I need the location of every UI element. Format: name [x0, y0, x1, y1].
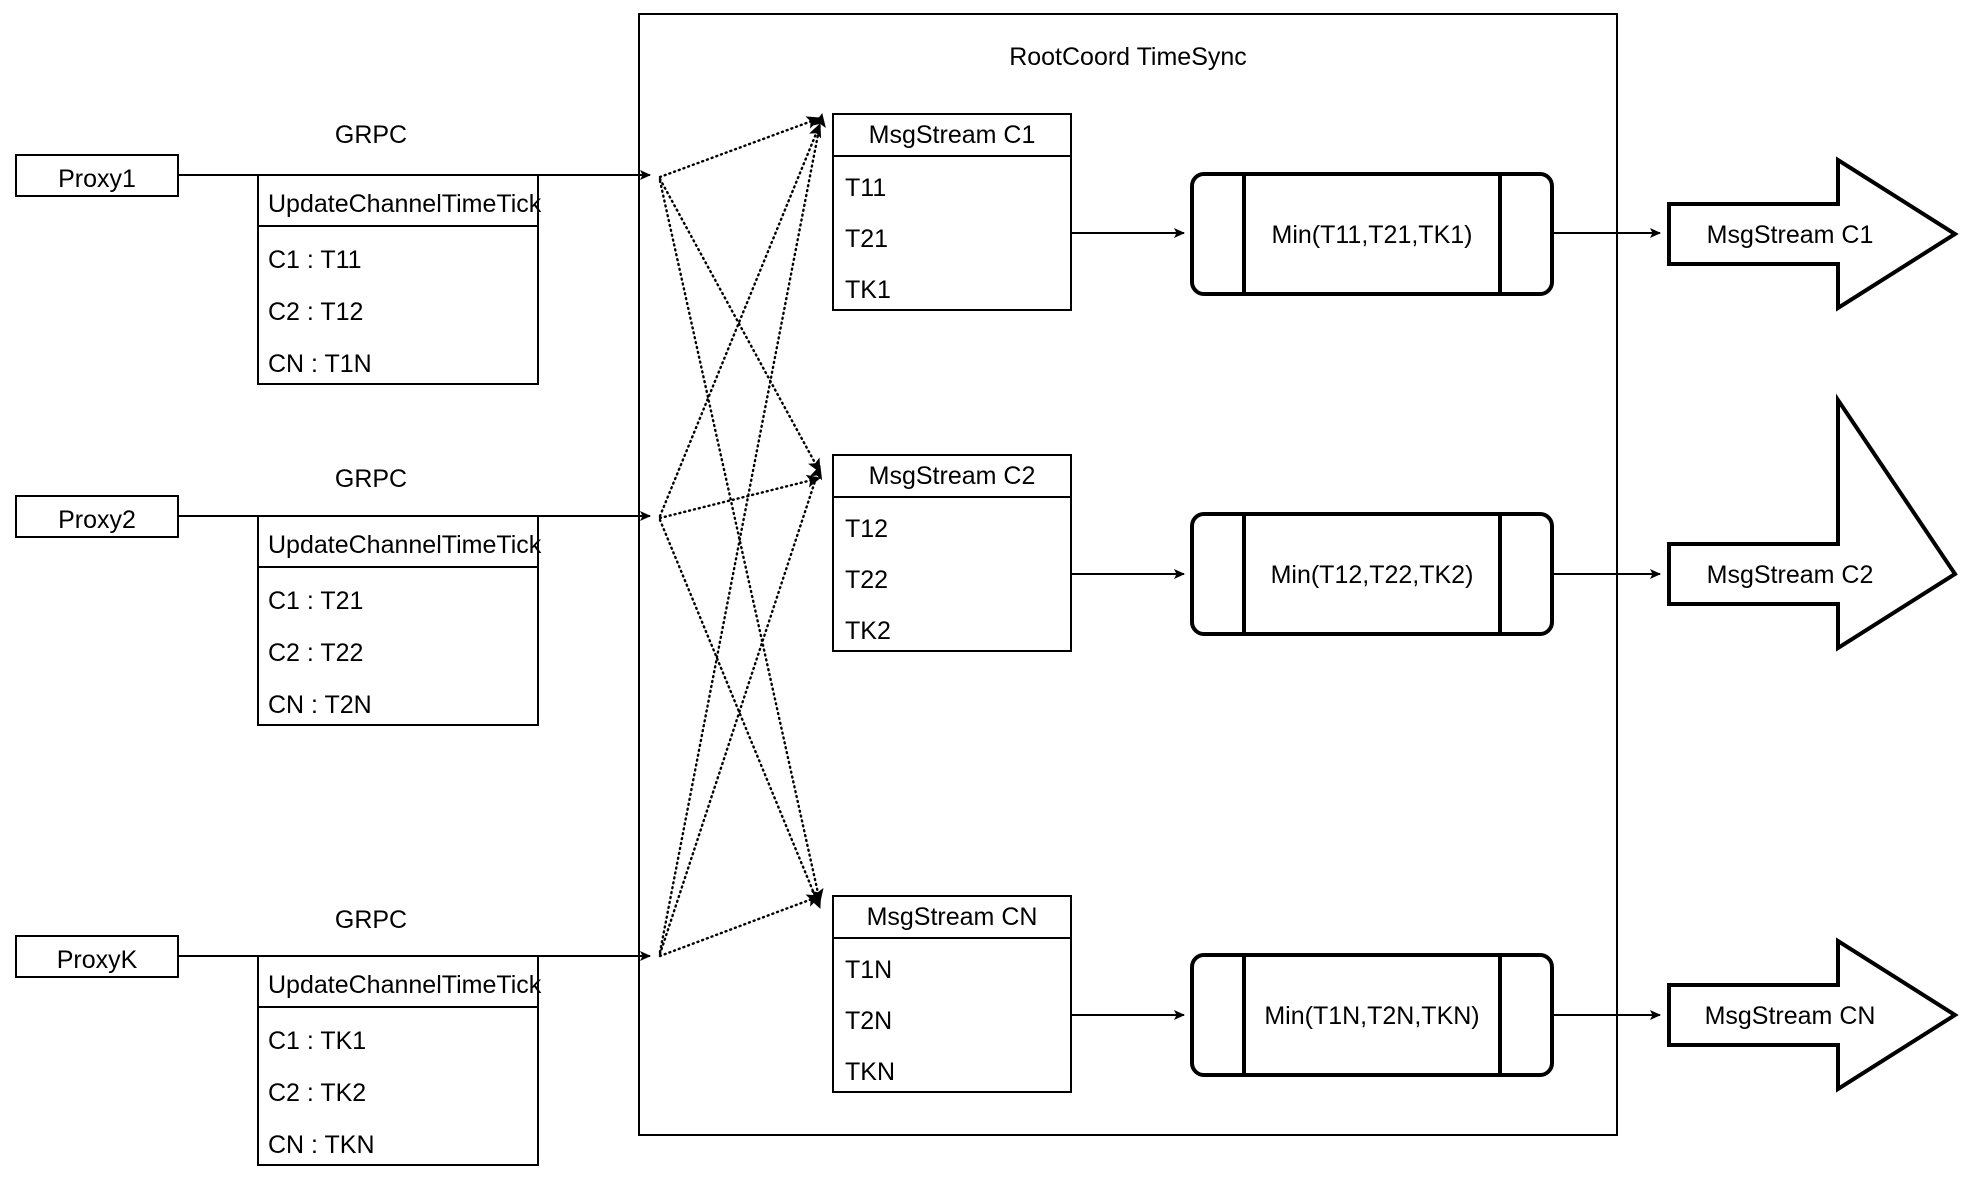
msgstream-box-3[interactable] [832, 895, 1072, 1093]
min-label-2: Min(T12,T22,TK2) [1271, 561, 1474, 589]
dispatch-link-pk-cn [658, 894, 822, 958]
msgstream-title-3: MsgStream CN [867, 903, 1038, 931]
request-title-2: UpdateChannelTimeTick [268, 531, 542, 559]
request-entry-1-1: C2 : T12 [268, 298, 363, 326]
request-entry-1-0: C1 : T11 [268, 246, 362, 274]
timetick-dispatch-links [658, 112, 826, 958]
proxy-row-1: GRPC Proxy1 UpdateChannelTimeTick C1 : T… [15, 121, 651, 385]
grpc-label-2: GRPC [335, 465, 407, 493]
min-label-1: Min(T11,T21,TK1) [1272, 221, 1473, 249]
container-title: RootCoord TimeSync [1009, 43, 1247, 71]
request-entry-3-1: C2 : TK2 [268, 1079, 366, 1107]
dispatch-link-p1-c2 [658, 177, 822, 474]
output-label-1: MsgStream C1 [1707, 221, 1874, 249]
proxy-label-2: Proxy2 [58, 506, 136, 534]
msgstream-tick-3-2: TKN [845, 1058, 895, 1086]
output-label-3: MsgStream CN [1705, 1002, 1876, 1030]
proxy-row-3: GRPC ProxyK UpdateChannelTimeTick C1 : T… [15, 906, 651, 1166]
grpc-label-3: GRPC [335, 906, 407, 934]
proxy-label-3: ProxyK [57, 946, 138, 974]
msgstream-title-2: MsgStream C2 [869, 462, 1036, 490]
request-entry-3-2: CN : TKN [268, 1131, 375, 1159]
msgstream-tick-1-1: T21 [845, 225, 888, 253]
proxy-box-3[interactable] [15, 935, 179, 978]
request-entry-1-2: CN : T1N [268, 350, 372, 378]
msgstream-tick-2-0: T12 [845, 515, 888, 543]
msgstream-tick-1-2: TK1 [845, 276, 891, 304]
msgstream-tick-2-1: T22 [845, 566, 888, 594]
proxy-row-2: GRPC Proxy2 UpdateChannelTimeTick C1 : T… [15, 465, 651, 726]
channel-group-3: MsgStream CN T1N T2N TKN Min(T1N,T2N,TKN… [832, 895, 1959, 1093]
msgstream-box-2[interactable] [832, 454, 1072, 652]
dispatch-link-pk-c1 [658, 112, 826, 954]
request-entry-2-0: C1 : T21 [268, 587, 363, 615]
request-title-3: UpdateChannelTimeTick [268, 971, 542, 999]
output-label-2: MsgStream C2 [1707, 561, 1874, 589]
dispatch-link-p1-cn [658, 179, 824, 904]
request-title-1: UpdateChannelTimeTick [268, 190, 542, 218]
dispatch-link-pk-c2 [658, 464, 823, 956]
min-label-3: Min(T1N,T2N,TKN) [1264, 1002, 1479, 1030]
proxy-box-2[interactable] [15, 495, 179, 538]
channel-group-2: MsgStream C2 T12 T22 TK2 Min(T12,T22,TK2… [832, 393, 1958, 652]
msgstream-tick-3-1: T2N [845, 1007, 892, 1035]
grpc-label-1: GRPC [335, 121, 407, 149]
request-box-2[interactable] [257, 515, 539, 726]
request-box-3[interactable] [257, 955, 539, 1166]
proxy-box-1[interactable] [15, 154, 179, 197]
dispatch-link-p2-cn [658, 518, 822, 910]
dispatch-link-p1-c1 [658, 116, 822, 179]
msgstream-title-1: MsgStream C1 [869, 121, 1036, 149]
output-arrow-shape-1[interactable] [1667, 156, 1959, 312]
msgstream-tick-2-2: TK2 [845, 617, 891, 645]
proxy-label-1: Proxy1 [58, 165, 136, 193]
channel-group-1: MsgStream C1 T11 T21 TK1 Min(T11,T21,TK1… [832, 113, 1959, 312]
request-entry-3-0: C1 : TK1 [268, 1027, 366, 1055]
request-entry-2-1: C2 : T22 [268, 639, 363, 667]
dispatch-link-p2-c1 [658, 122, 822, 518]
output-arrow-shape-3[interactable] [1667, 937, 1959, 1093]
msgstream-box-1[interactable] [832, 113, 1072, 311]
output-arrow-shape-2[interactable] [1667, 393, 1958, 652]
msgstream-tick-3-0: T1N [845, 956, 892, 984]
request-entry-2-2: CN : T2N [268, 691, 372, 719]
dispatch-link-p2-c2 [658, 474, 822, 520]
msgstream-tick-1-0: T11 [845, 174, 886, 202]
